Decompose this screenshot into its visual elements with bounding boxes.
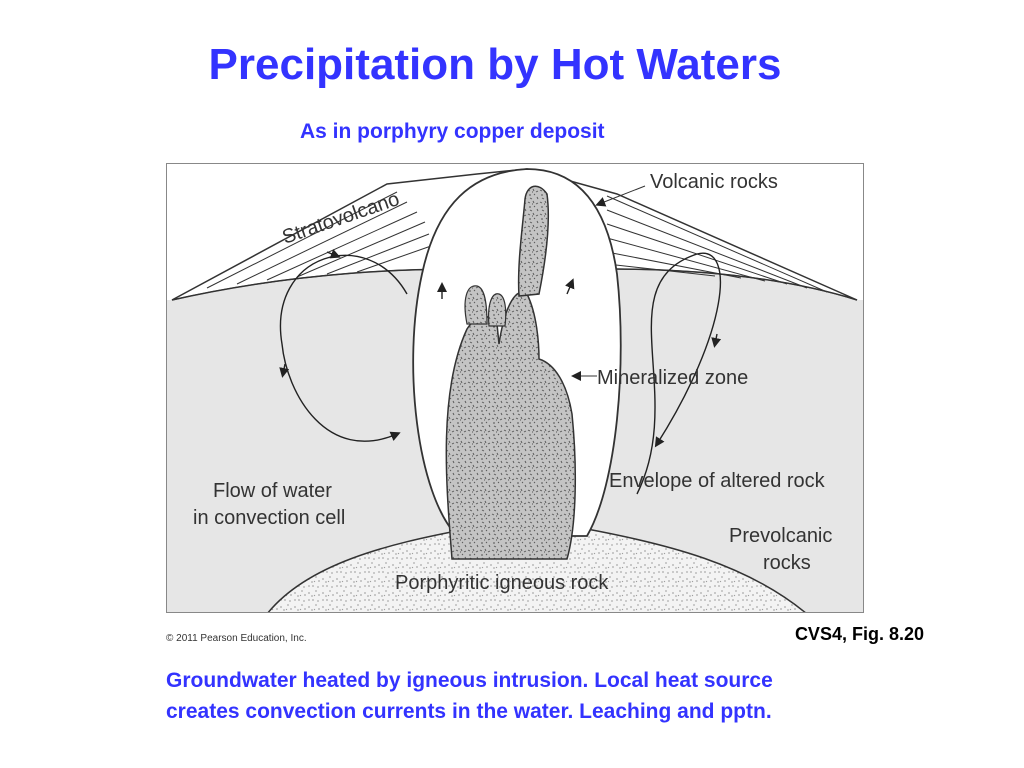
leader-lines	[571, 185, 646, 381]
volcano-diagram: Stratovolcano Volcanic rocks Mineralized…	[166, 163, 864, 613]
volcanic-layers-left	[206, 191, 432, 289]
caption-line-1: Groundwater heated by igneous intrusion.…	[166, 669, 773, 692]
slide-title: Precipitation by Hot Waters	[208, 40, 782, 89]
label-envelope: Envelope of altered rock	[609, 470, 826, 492]
copyright-notice: © 2011 Pearson Education, Inc.	[166, 633, 307, 644]
label-volcanic-rocks: Volcanic rocks	[650, 171, 778, 193]
label-prevolcanic-line2: rocks	[763, 552, 811, 574]
slide-caption: Groundwater heated by igneous intrusion.…	[166, 665, 966, 727]
intrusion-dike	[517, 185, 550, 297]
label-prevolcanic-line1: Prevolcanic	[729, 525, 832, 547]
label-mineralized-zone: Mineralized zone	[597, 367, 748, 389]
sky-area	[167, 164, 863, 300]
figure-reference: CVS4, Fig. 8.20	[794, 624, 924, 644]
label-porphyritic: Porphyritic igneous rock	[395, 572, 609, 594]
caption-line-2: creates convection currents in the water…	[166, 700, 772, 723]
convection-cell-right	[565, 252, 722, 495]
slide-subtitle: As in porphyry copper deposit	[300, 120, 605, 143]
convection-cell-left	[279, 249, 408, 442]
label-flow-line2: in convection cell	[193, 507, 345, 529]
label-flow-line1: Flow of water	[213, 480, 332, 502]
